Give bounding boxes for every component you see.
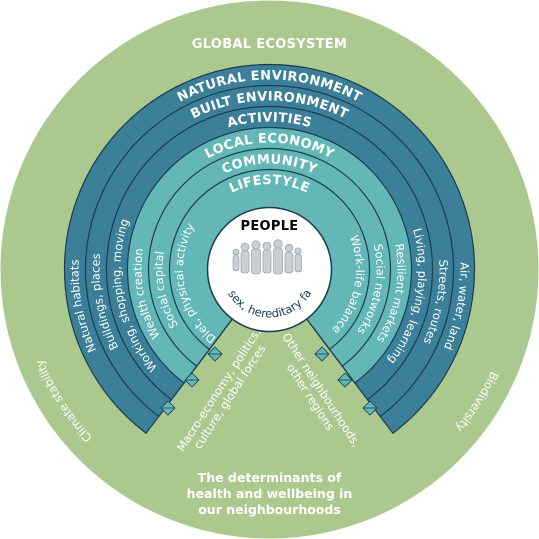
ring-title-6: LIFESTYLE [227,173,312,197]
diamond-arrow-icon-left-1 [207,346,223,362]
caption-line-1: The determinants of [198,470,342,485]
diamond-arrow-icon-left-3 [160,400,176,416]
people-group-icon [232,239,302,275]
caption-line-3: our neighbourhoods [198,502,341,517]
caption-line-2: health and wellbeing in [187,486,353,501]
diamond-arrow-icon-right-1 [314,346,330,362]
global-ecosystem-title: GLOBAL ECOSYSTEM [192,37,347,52]
arrows-group [160,346,378,416]
caption: The determinants of health and wellbeing… [187,470,353,517]
diamond-arrow-icon-right-3 [362,400,378,416]
people-title: PEOPLE [241,219,299,234]
diamond-arrow-icon-left-2 [184,372,200,388]
diamond-arrow-icon-right-2 [337,372,353,388]
ring-title-3: ACTIVITIES [226,110,314,131]
